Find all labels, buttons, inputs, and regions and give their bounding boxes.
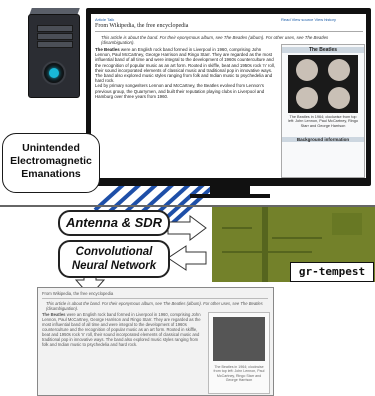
background-info-header: Background information	[282, 137, 364, 142]
wiki-tabs: Article Talk	[95, 17, 115, 22]
article-text: were an English rock band formed in Live…	[95, 47, 276, 84]
cnn-label: Convolutional Neural Network	[71, 246, 157, 272]
cooling-fan-icon	[42, 61, 66, 85]
infobox: The Beatles The Beatles in 1964; clockwi…	[281, 44, 365, 178]
monitor: Article Talk Read View source View histo…	[86, 8, 371, 186]
drive-bay	[37, 41, 73, 48]
tool-label-box: gr-tempest	[290, 262, 374, 282]
monitor-stand	[210, 186, 250, 194]
antenna-sdr-label: Antenna & SDR	[65, 215, 163, 230]
monitor-screen: Article Talk Read View source View histo…	[91, 14, 366, 178]
flow-arrows	[74, 215, 207, 297]
article-text-2: Led by primary songwriters Lennon and Mc…	[95, 83, 265, 99]
arrow-to-capture	[167, 215, 207, 241]
emanations-label: Unintended Electromagnetic Emanations	[10, 142, 92, 180]
drive-bay	[37, 33, 73, 40]
drive-bay	[37, 25, 73, 32]
band-photo	[288, 55, 358, 113]
pc-tower	[28, 14, 80, 98]
reconstructed-image: From Wikipedia, the free encyclopedia Th…	[37, 287, 274, 396]
section-divider	[0, 205, 375, 207]
fan-light	[49, 68, 59, 78]
divider	[95, 31, 363, 32]
arrow-from-capture	[167, 245, 207, 271]
wiki-subtitle: From Wikipedia, the free encyclopedia	[95, 23, 189, 29]
wiki-right-tabs: Read View source View history	[281, 17, 336, 22]
cnn-box: Convolutional Neural Network	[58, 240, 170, 278]
monitor-base	[190, 194, 270, 198]
antenna-sdr-box: Antenna & SDR	[58, 210, 170, 236]
tool-label: gr-tempest	[298, 265, 366, 278]
recon-body: The Beatles were an English rock band fo…	[42, 312, 201, 347]
recon-subtitle: From Wikipedia, the free encyclopedia	[42, 291, 114, 296]
recon-hatnote: This article is about the band. For thei…	[46, 301, 263, 311]
lead-bold: The Beatles	[95, 47, 120, 52]
recon-infobox: The Beatles in 1964; clockwise from top …	[208, 312, 270, 394]
photo-caption: The Beatles in 1964; clockwise from top …	[287, 115, 358, 128]
hatnote: This article is about the band. For thei…	[101, 35, 329, 46]
emanations-label-box: Unintended Electromagnetic Emanations	[2, 133, 100, 193]
article-body: The Beatles were an English rock band fo…	[95, 47, 275, 99]
recon-caption: The Beatles in 1964; clockwise from top …	[213, 365, 265, 383]
infobox-title: The Beatles	[282, 47, 364, 53]
